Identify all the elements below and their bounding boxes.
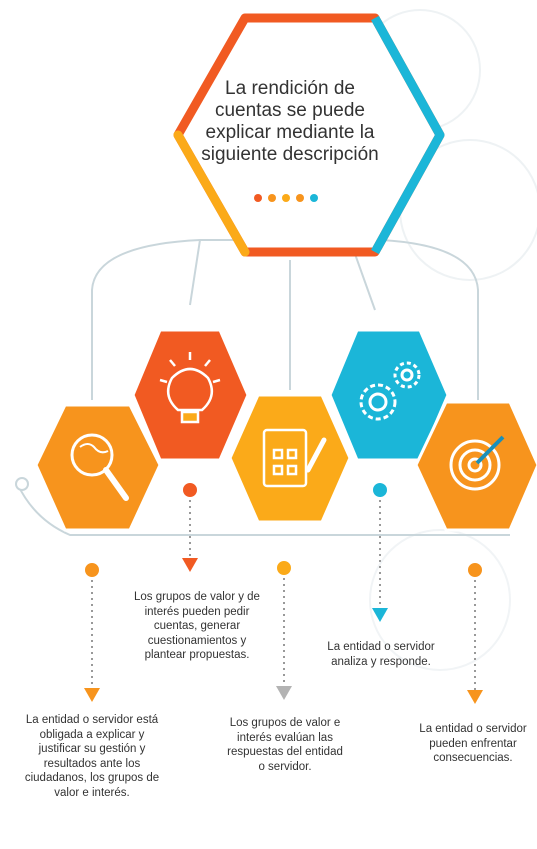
start-node: [15, 477, 29, 491]
bg-circle: [369, 529, 511, 671]
step-hexagon-3: [228, 393, 352, 524]
step-2-text: Los grupos de valor y de interés pueden …: [134, 591, 260, 661]
wave-line: [17, 484, 510, 536]
step-hexagon-5: [414, 400, 537, 532]
step-1-text: La entidad o servidor está obligada a ex…: [24, 714, 160, 799]
step-hexagon-4: [328, 328, 450, 462]
gears-icon: [359, 361, 421, 421]
decorative-dots: [254, 194, 318, 202]
dotted-connectors: [91, 500, 476, 690]
diagram-title: La rendición de cuentas se puede explica…: [201, 78, 379, 165]
title-hexagon-accent: [371, 15, 445, 255]
arrowhead: [182, 558, 198, 572]
clipboard-pencil-icon: [262, 428, 327, 488]
magnifier-globe-icon: [70, 433, 129, 501]
arrowhead: [467, 690, 483, 704]
step-hexagon-1: [34, 403, 162, 532]
step-nodes: [83, 481, 484, 579]
target-arrow-icon: [449, 435, 505, 491]
lightbulb-icon: [159, 352, 221, 424]
title-hexagon-accent: [173, 130, 250, 257]
arrowheads: [84, 558, 483, 704]
step-hexagon-2: [131, 328, 250, 462]
step-3-text: Los grupos de valor e interés evalúan la…: [227, 717, 343, 773]
step-4-text: La entidad o servidor analiza y responde…: [327, 641, 435, 668]
arrowhead: [372, 608, 388, 622]
arrowhead: [84, 688, 100, 702]
step-5-text: La entidad o servidor pueden enfrentar c…: [419, 723, 527, 764]
arrowhead: [276, 686, 292, 700]
